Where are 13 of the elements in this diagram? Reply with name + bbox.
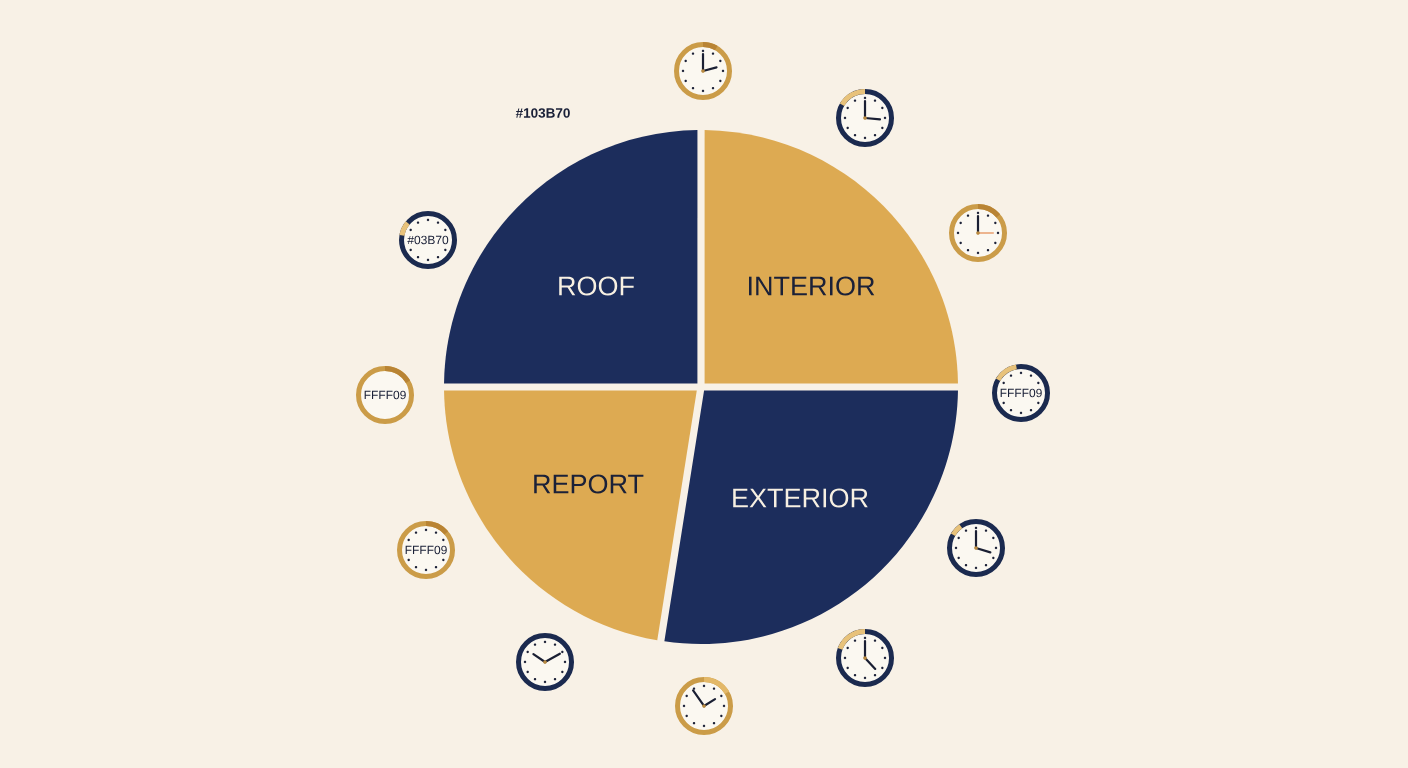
clock-dial: FFFF09 [397, 521, 455, 579]
clock-icon [675, 677, 733, 735]
clock-icon [836, 629, 894, 687]
clock-icon [836, 89, 894, 147]
clock-icon [949, 204, 1007, 262]
pie-slice: INTERIOR [704, 130, 958, 384]
pie-slice: EXTERIOR [664, 390, 958, 644]
clock-dial: FFFF09 [992, 364, 1050, 422]
clock-icon [947, 519, 1005, 577]
clock-icon [674, 42, 732, 100]
clock-dial: #03B70 [399, 211, 457, 269]
clock-dial: FFFF09 [356, 366, 414, 424]
clock-icon [516, 633, 574, 691]
